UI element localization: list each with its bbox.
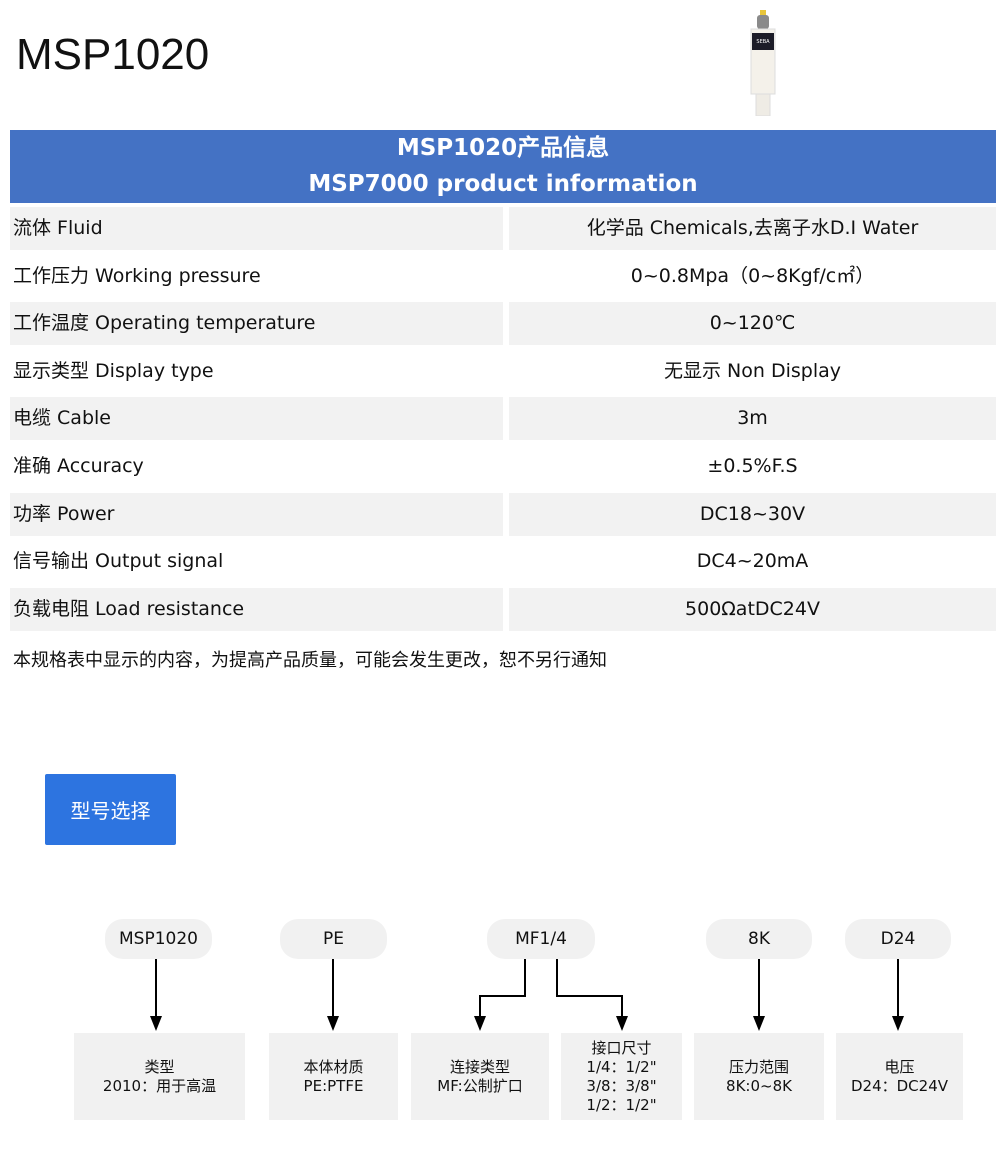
row-label: 工作压力 Working pressure [13, 264, 261, 287]
spec-line: 1/4：1/2" [586, 1057, 657, 1076]
row-value: 500ΩatDC24V [509, 587, 996, 631]
page-title: MSP1020 [16, 30, 210, 79]
row-value: 0~120℃ [509, 302, 996, 346]
table-row: 准确 Accuracy ±0.5%F.S [10, 445, 996, 488]
spec-line: PE:PTFE [303, 1076, 364, 1095]
table-header: MSP1020产品信息 MSP7000 product information [10, 130, 996, 203]
code-pill: MF1/4 [487, 919, 595, 959]
code-pill: 8K [706, 919, 812, 959]
row-label: 准确 Accuracy [13, 455, 144, 477]
spec-line: 2010：用于高温 [102, 1076, 217, 1095]
row-value: 3m [509, 397, 996, 441]
row-value: ±0.5%F.S [707, 455, 798, 477]
code-pill: MSP1020 [105, 919, 212, 959]
product-image: SEBA [750, 10, 776, 116]
row-label: 显示类型 Display type [13, 359, 214, 382]
disclaimer-note: 本规格表中显示的内容，为提高产品质量，可能会发生更改，恕不另行通知 [13, 650, 607, 671]
row-label: 负载电阻 Load resistance [10, 587, 503, 631]
row-label: 工作温度 Operating temperature [10, 302, 503, 346]
spec-line: MF:公制扩口 [437, 1076, 523, 1095]
row-value: 无显示 Non Display [664, 359, 841, 382]
svg-text:SEBA: SEBA [756, 39, 770, 45]
table-title-en: MSP7000 product information [308, 171, 698, 197]
code-pill: PE [280, 919, 387, 959]
model-select-button[interactable]: 型号选择 [45, 774, 176, 845]
table-row: 信号输出 Output signal DC4~20mA [10, 540, 996, 583]
row-label: 电缆 Cable [10, 397, 503, 441]
spec-line: 电压 [884, 1057, 915, 1076]
row-value: DC18~30V [509, 492, 996, 536]
row-label: 流体 Fluid [10, 207, 503, 250]
spec-line: 8K:0~8K [726, 1076, 792, 1095]
table-title-cn: MSP1020产品信息 [396, 135, 610, 161]
table-row: 显示类型 Display type 无显示 Non Display [10, 350, 996, 393]
spec-line: 3/8：3/8" [586, 1076, 657, 1095]
spec-line: 接口尺寸 [591, 1038, 652, 1057]
row-value: 0~0.8Mpa（0~8Kgf/c㎡） [630, 264, 875, 287]
code-pill: D24 [845, 919, 951, 959]
spec-line: 连接类型 [449, 1057, 510, 1076]
spec-line: 类型 [144, 1057, 175, 1076]
row-value: 化学品 Chemicals,去离子水D.I Water [509, 207, 996, 250]
spec-line: D24：DC24V [850, 1076, 948, 1095]
spec-line: 1/2：1/2" [586, 1095, 657, 1114]
row-label: 功率 Power [10, 492, 503, 536]
row-label: 信号输出 Output signal [13, 550, 224, 573]
table-row: 工作压力 Working pressure 0~0.8Mpa（0~8Kgf/c㎡） [10, 255, 996, 298]
spec-line: 压力范围 [728, 1057, 789, 1076]
spec-line: 本体材质 [303, 1057, 364, 1076]
row-value: DC4~20mA [696, 550, 809, 573]
